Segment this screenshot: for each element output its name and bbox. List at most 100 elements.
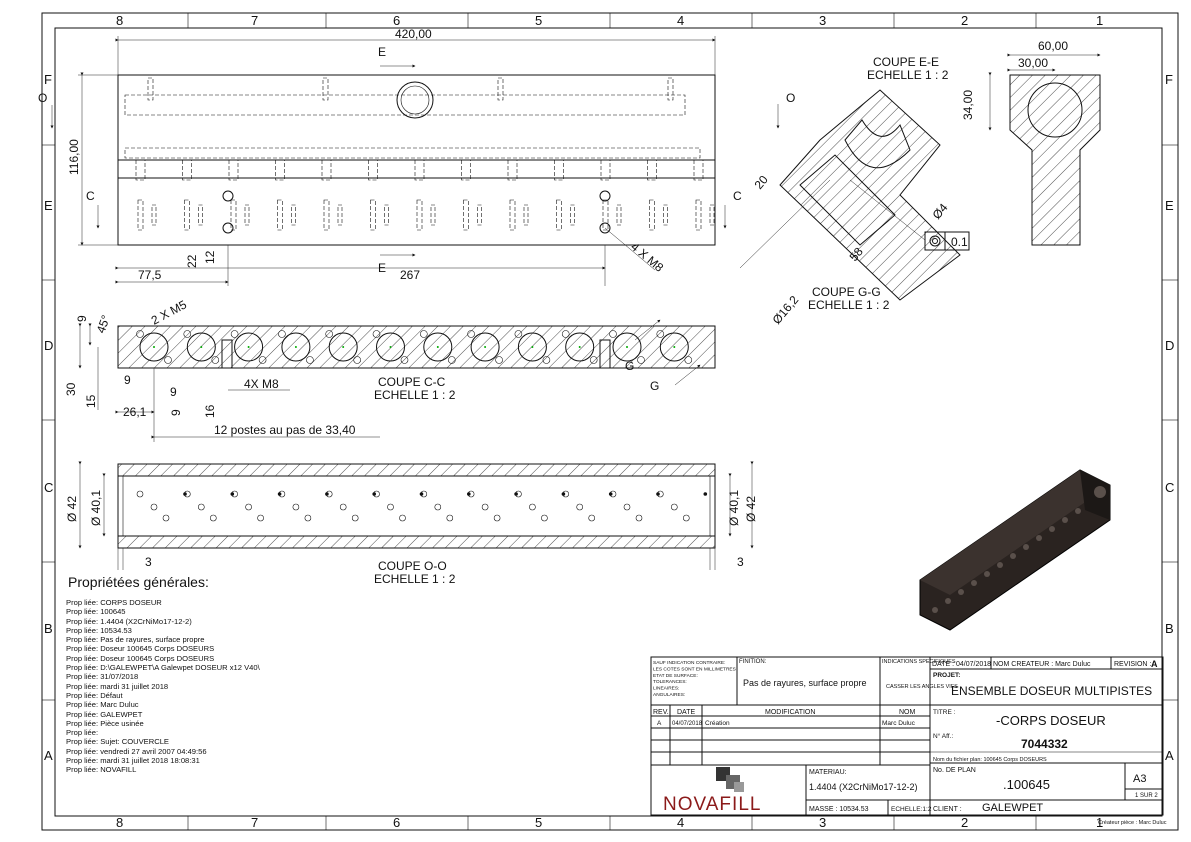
property-line: Prop liée: 1.4404 (X2CrNiMo17-12-2): [66, 616, 192, 626]
dim-d42-right: Ø 42: [744, 496, 758, 522]
project-value: ENSEMBLE DOSEUR MULTIPISTES: [951, 684, 1152, 698]
property-line: Prop liée: CORPS DOSEUR: [66, 598, 162, 607]
property-line: Prop liée: Pas de rayures, surface propr…: [66, 635, 205, 645]
naff-value: 7044332: [1021, 737, 1068, 751]
dim-dia4: Ø4: [930, 200, 951, 222]
properties-heading: Propriétées générales:: [68, 574, 209, 590]
dim-9b: 9: [124, 373, 131, 387]
property-line: Prop liée: Doseur 100645 Corps DOSEURS: [66, 644, 215, 654]
dim-34: 34,00: [961, 90, 975, 120]
note-m5: 2 X M5: [149, 297, 189, 327]
row-modif: Création: [705, 720, 730, 727]
border-row-right-E: E: [1165, 198, 1174, 213]
sheet-value: 1 SUR 2: [1135, 793, 1158, 799]
border-row-left-A: A: [44, 748, 53, 763]
section-g-g: COUPE G-G ECHELLE 1 : 2 20 58 Ø4 Ø16,2 0…: [739, 89, 970, 327]
general-note-line: LES COTES SONT EN MILLIMETRES: [653, 666, 736, 672]
property-line: Prop liée: vendredi 27 avril 2007 04:49:…: [66, 746, 207, 756]
row-rev: A: [657, 720, 662, 727]
label-g1: G: [625, 359, 634, 373]
materiau-label: MATERIAU:: [809, 769, 847, 776]
border-col-bottom-4: 4: [677, 815, 684, 830]
dim-9a: 9: [75, 315, 89, 322]
general-note-line: ETAT DE SURFACE:: [653, 673, 698, 679]
modification-header: MODIFICATION: [765, 709, 815, 716]
border-col-top-3: 3: [819, 13, 826, 28]
section-o-o: COUPE O-O ECHELLE 1 : 2 Ø 42 Ø 40,1 Ø 42…: [65, 461, 758, 586]
section-c-c: COUPE C-C ECHELLE 1 : 2 9 45° 2 X M5 30 …: [64, 297, 716, 442]
date-header: DATE: [677, 709, 695, 716]
property-line: Prop liée: Pièce usinée: [66, 718, 144, 728]
border-row-left-D: D: [44, 338, 53, 353]
dim-77: 77,5: [138, 268, 162, 282]
row-date: 04/07/2018: [672, 721, 703, 727]
border-col-bottom-6: 6: [393, 815, 400, 830]
section-cc-title: COUPE C-C: [378, 375, 446, 389]
dim-d42-left: Ø 42: [65, 496, 79, 522]
indications-value: CASSER LES ANGLES VIFS: [886, 684, 958, 690]
border-row-right-A: A: [1165, 748, 1174, 763]
dim-16: 16: [203, 404, 217, 418]
dim-30: 30,00: [1018, 56, 1048, 70]
dim-3-right: 3: [737, 555, 744, 569]
naff-label: N° Aff.:: [933, 732, 953, 740]
front-view: 420,00 116,00 77,5 267 22 12 4 X M8 E E …: [38, 27, 795, 286]
dim-dia16: Ø16,2: [770, 293, 802, 327]
dim-22: 22: [185, 254, 199, 268]
date-label: DATE : 04/07/2018: [932, 661, 991, 668]
property-line: Prop liée:: [66, 728, 99, 738]
border-row-right-F: F: [1165, 72, 1173, 87]
border-col-top-5: 5: [535, 13, 542, 28]
section-c-right: C: [733, 189, 742, 203]
section-c-left: C: [86, 189, 95, 203]
noplan-label: No. DE PLAN: [933, 767, 976, 774]
border-col-top-7: 7: [251, 13, 258, 28]
border-col-bottom-7: 7: [251, 815, 258, 830]
format-value: A3: [1133, 773, 1146, 785]
tolerance-value: 0.1: [951, 235, 968, 249]
titre-label: TITRE :: [933, 709, 956, 716]
border-col-bottom-3: 3: [819, 815, 826, 830]
dim-d40-left: Ø 40,1: [89, 490, 103, 526]
dim-d40-right: Ø 40,1: [727, 490, 741, 526]
dim-60: 60,00: [1038, 39, 1068, 53]
property-line: Prop liée: mardi 31 juillet 2018 18:08:3…: [66, 756, 200, 766]
property-line: Prop liée: Sujet: COUVERCLE: [66, 737, 169, 747]
isometric-render: [919, 469, 1111, 631]
section-e-top: E: [378, 45, 386, 59]
border-col-top-2: 2: [961, 13, 968, 28]
border-row-left-F: F: [44, 72, 52, 87]
section-ee-scale: ECHELLE 1 : 2: [867, 68, 949, 82]
border-row-left-E: E: [44, 198, 53, 213]
dim-26: 26,1: [123, 405, 147, 419]
echelle-label: ECHELLE:1:2: [891, 806, 932, 813]
general-note-line: SAUF INDICATION CONTRAIRE:: [653, 660, 725, 666]
masse-label: MASSE : 10534.53: [809, 806, 869, 813]
border-row-left-C: C: [44, 480, 53, 495]
nom-header: NOM: [899, 709, 916, 716]
dim-9c: 9: [170, 385, 177, 399]
dim-267: 267: [400, 268, 420, 282]
border-row-right-C: C: [1165, 480, 1174, 495]
border-col-top-1: 1: [1096, 13, 1103, 28]
label-g2: G: [650, 379, 659, 393]
novafill-logo: NOVAFILL: [663, 794, 761, 815]
dim-length: 420,00: [395, 27, 432, 41]
rev-header: REV.: [653, 709, 669, 716]
dim-30-cc: 30: [64, 382, 78, 396]
section-oo-title: COUPE O-O: [378, 559, 447, 573]
revision-label: REVISION :: [1114, 661, 1151, 668]
border-col-bottom-2: 2: [961, 815, 968, 830]
border-col-bottom-8: 8: [116, 815, 123, 830]
section-o-left: O: [38, 91, 47, 105]
client-label: CLIENT :: [933, 806, 962, 813]
property-line: Prop liée: NOVAFILL: [66, 765, 137, 775]
creator-label: NOM CREATEUR : Marc Duluc: [993, 661, 1091, 668]
side-view: 60,00 30,00 34,00: [961, 39, 1101, 246]
dim-45: 45°: [94, 313, 113, 335]
border-col-top-8: 8: [116, 13, 123, 28]
title-block: [650, 656, 1164, 816]
